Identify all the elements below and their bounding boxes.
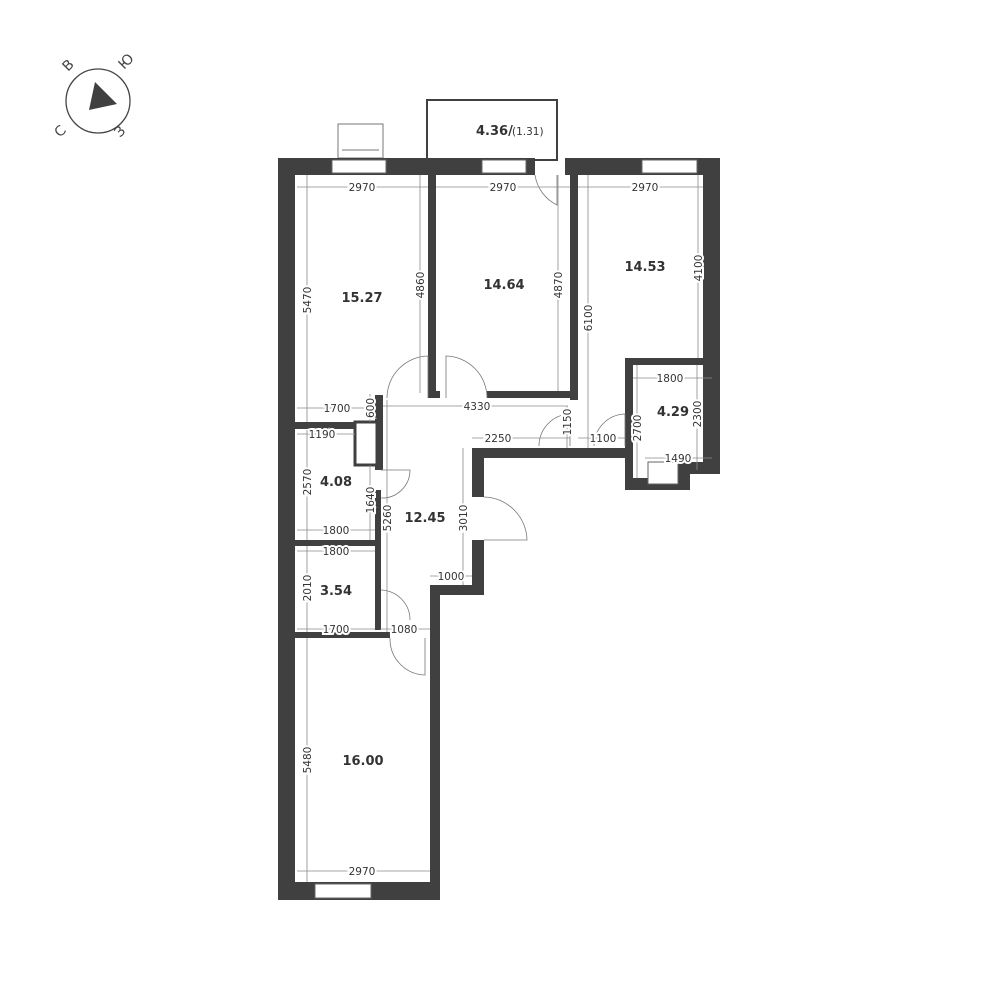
balcony-reduced-area: (1.31) xyxy=(512,126,544,138)
dim-label: 1800 xyxy=(657,373,684,385)
dim-label: 4870 xyxy=(553,272,565,299)
dim-label: 1190 xyxy=(309,429,336,441)
dim-label: 1800 xyxy=(323,546,350,558)
dim-label: 1800 xyxy=(323,525,350,537)
dim-label: 1100 xyxy=(590,433,617,445)
dimension-lines xyxy=(297,175,712,882)
dim-label: 2570 xyxy=(302,469,314,496)
dim-label: 5480 xyxy=(302,747,314,774)
bedroom-2-area: 14.64 xyxy=(483,278,524,293)
dim-label: 2970 xyxy=(349,182,376,194)
ac-unit xyxy=(337,123,384,159)
compass-north: С xyxy=(52,122,70,140)
dim-label: 4330 xyxy=(464,401,491,413)
windows xyxy=(314,159,698,899)
dim-label: 2010 xyxy=(302,575,314,602)
compass-ring xyxy=(65,68,131,134)
dim-label: 1700 xyxy=(323,624,350,636)
bathroom-1-area: 4.29 xyxy=(657,405,689,420)
dim-label: 2970 xyxy=(349,866,376,878)
compass-arrow-icon xyxy=(89,82,117,110)
dim-label: 1000 xyxy=(438,571,465,583)
wc-area: 3.54 xyxy=(320,584,352,599)
dim-label: 4860 xyxy=(415,272,427,299)
dim-label: 2970 xyxy=(632,182,659,194)
dim-label: 1490 xyxy=(665,453,692,465)
compass-south: Ю xyxy=(116,51,138,73)
dim-label: 5260 xyxy=(382,505,394,532)
dim-label: 2250 xyxy=(485,433,512,445)
closet xyxy=(353,420,379,467)
dim-label: 1700 xyxy=(324,403,351,415)
bedroom-3-area: 14.53 xyxy=(624,260,665,275)
doors xyxy=(380,174,626,676)
balcony-area: 4.36/ xyxy=(476,124,513,139)
compass-east: В xyxy=(60,57,78,75)
dim-label: 1080 xyxy=(391,624,418,636)
hall-area: 12.45 xyxy=(404,511,445,526)
living-area: 16.00 xyxy=(342,754,383,769)
dimension-labels: 2970 2970 2970 5470 4860 4870 6100 4100 … xyxy=(300,180,707,880)
bathroom-2-area: 4.08 xyxy=(320,475,352,490)
dim-label: 1150 xyxy=(562,409,574,436)
dim-label: 2970 xyxy=(490,182,517,194)
dim-label: 5470 xyxy=(302,287,314,314)
dim-label: 4100 xyxy=(693,255,705,282)
dim-label: 600 xyxy=(365,398,377,418)
dim-label: 2300 xyxy=(692,401,704,428)
compass-west: З xyxy=(112,123,130,141)
dim-label: 6100 xyxy=(583,305,595,332)
bedroom-1-area: 15.27 xyxy=(341,291,382,306)
room-areas: 4.36/ (1.31) 15.27 14.64 14.53 4.29 4.08… xyxy=(320,124,689,769)
compass: В Ю С З xyxy=(52,51,138,141)
dim-label: 1640 xyxy=(365,487,377,514)
dim-label: 3010 xyxy=(458,505,470,532)
dim-label: 2700 xyxy=(632,415,644,442)
